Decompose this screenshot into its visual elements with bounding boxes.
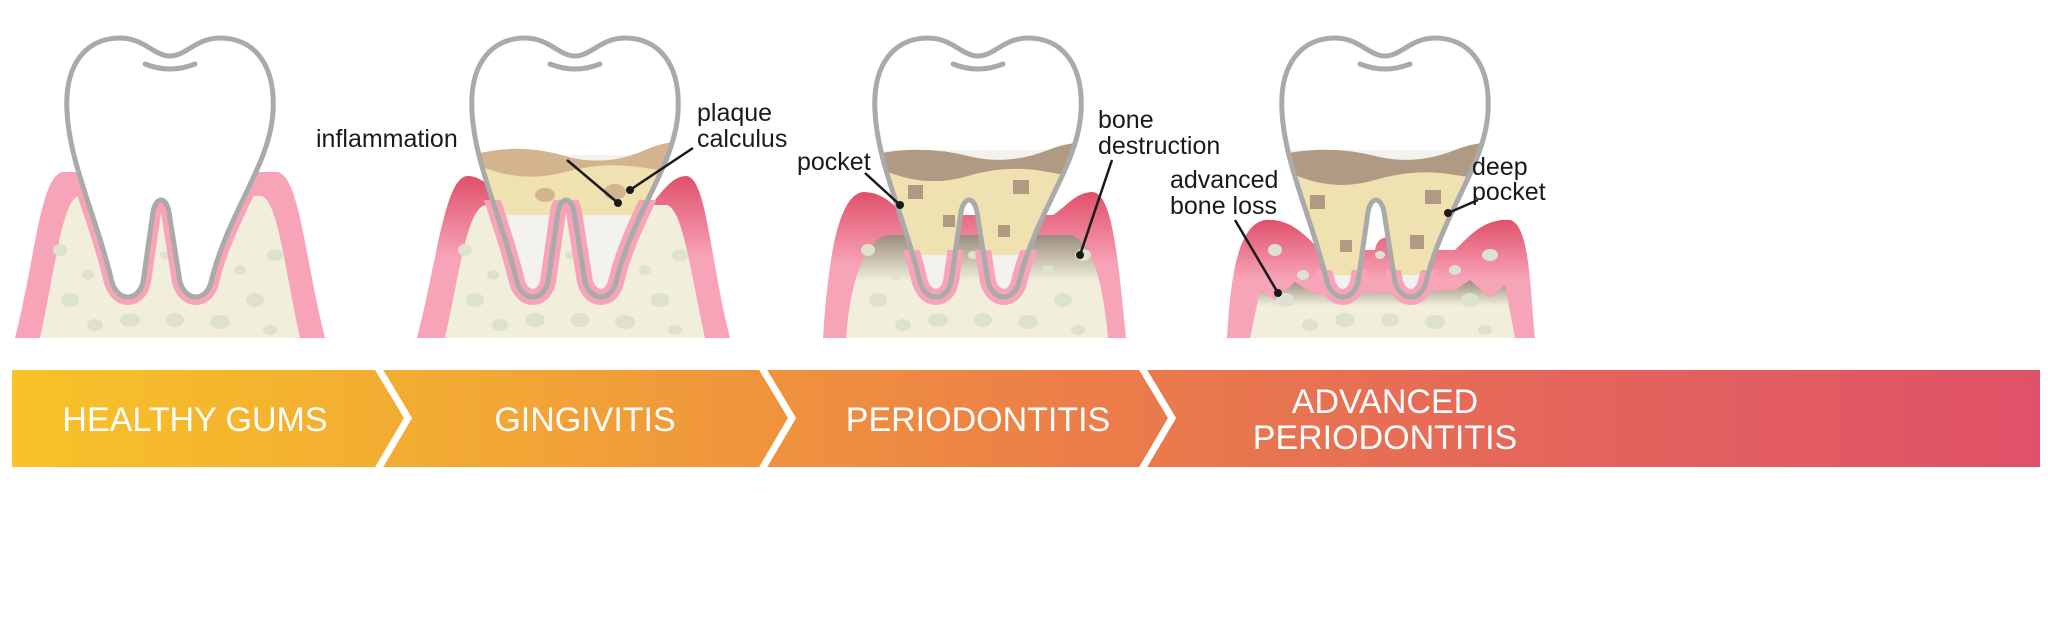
label-deep-pocket: pocket xyxy=(1472,178,1546,206)
stage-advanced-line2: PERIODONTITIS xyxy=(1253,419,1517,457)
stage-advanced-line1: ADVANCED xyxy=(1292,383,1478,421)
label-deep: deep xyxy=(1472,153,1528,181)
annotations xyxy=(566,146,1479,294)
label-bone-loss: bone loss xyxy=(1170,192,1277,220)
label-inflammation: inflammation xyxy=(316,125,458,153)
stage-gingivitis: GINGIVITIS xyxy=(494,401,675,439)
stage-periodontitis: PERIODONTITIS xyxy=(846,401,1110,439)
label-plaque: plaque xyxy=(697,99,772,127)
calculus xyxy=(471,141,679,177)
tooth-healthy xyxy=(15,38,325,338)
label-destruction: destruction xyxy=(1098,132,1220,160)
label-pocket: pocket xyxy=(797,148,871,176)
label-calculus: calculus xyxy=(697,125,787,153)
chevron-dividers xyxy=(374,366,1177,471)
stage-banner xyxy=(12,370,2040,467)
tooth-gingivitis xyxy=(417,0,730,338)
label-advanced: advanced xyxy=(1170,166,1278,194)
label-bone: bone xyxy=(1098,106,1154,134)
stage-healthy-gums: HEALTHY GUMS xyxy=(62,401,327,439)
tooth-periodontitis xyxy=(823,0,1126,338)
tooth-advanced-periodontitis xyxy=(1227,0,1535,338)
